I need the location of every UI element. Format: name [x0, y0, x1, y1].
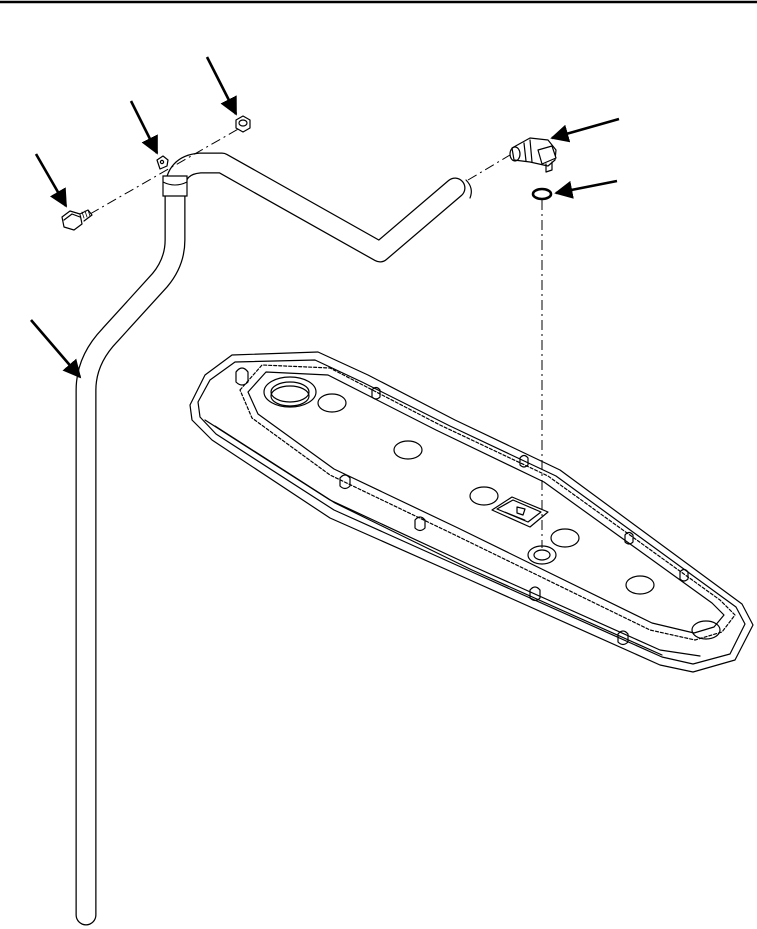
- hose-clamp: [156, 155, 169, 170]
- nut: [235, 115, 251, 133]
- leader-arrow-hose-clamp: [129, 100, 159, 155]
- leader-arrow-breather-tube: [30, 319, 82, 379]
- leader-arrow-elbow-fitting: [550, 117, 620, 143]
- leader-arrows: [30, 56, 620, 379]
- centerline-hose-to-elbow: [467, 154, 511, 181]
- leader-arrow-o-ring: [554, 179, 618, 199]
- centerline-clamp-bolt: [89, 127, 241, 215]
- capscrew: [61, 209, 93, 231]
- elbow-fitting: [509, 137, 557, 173]
- leader-arrow-capscrew: [34, 153, 68, 208]
- breather-tube: [75, 152, 472, 926]
- valve-cover: [189, 351, 754, 673]
- o-ring: [531, 187, 553, 201]
- leader-arrow-nut: [205, 56, 238, 116]
